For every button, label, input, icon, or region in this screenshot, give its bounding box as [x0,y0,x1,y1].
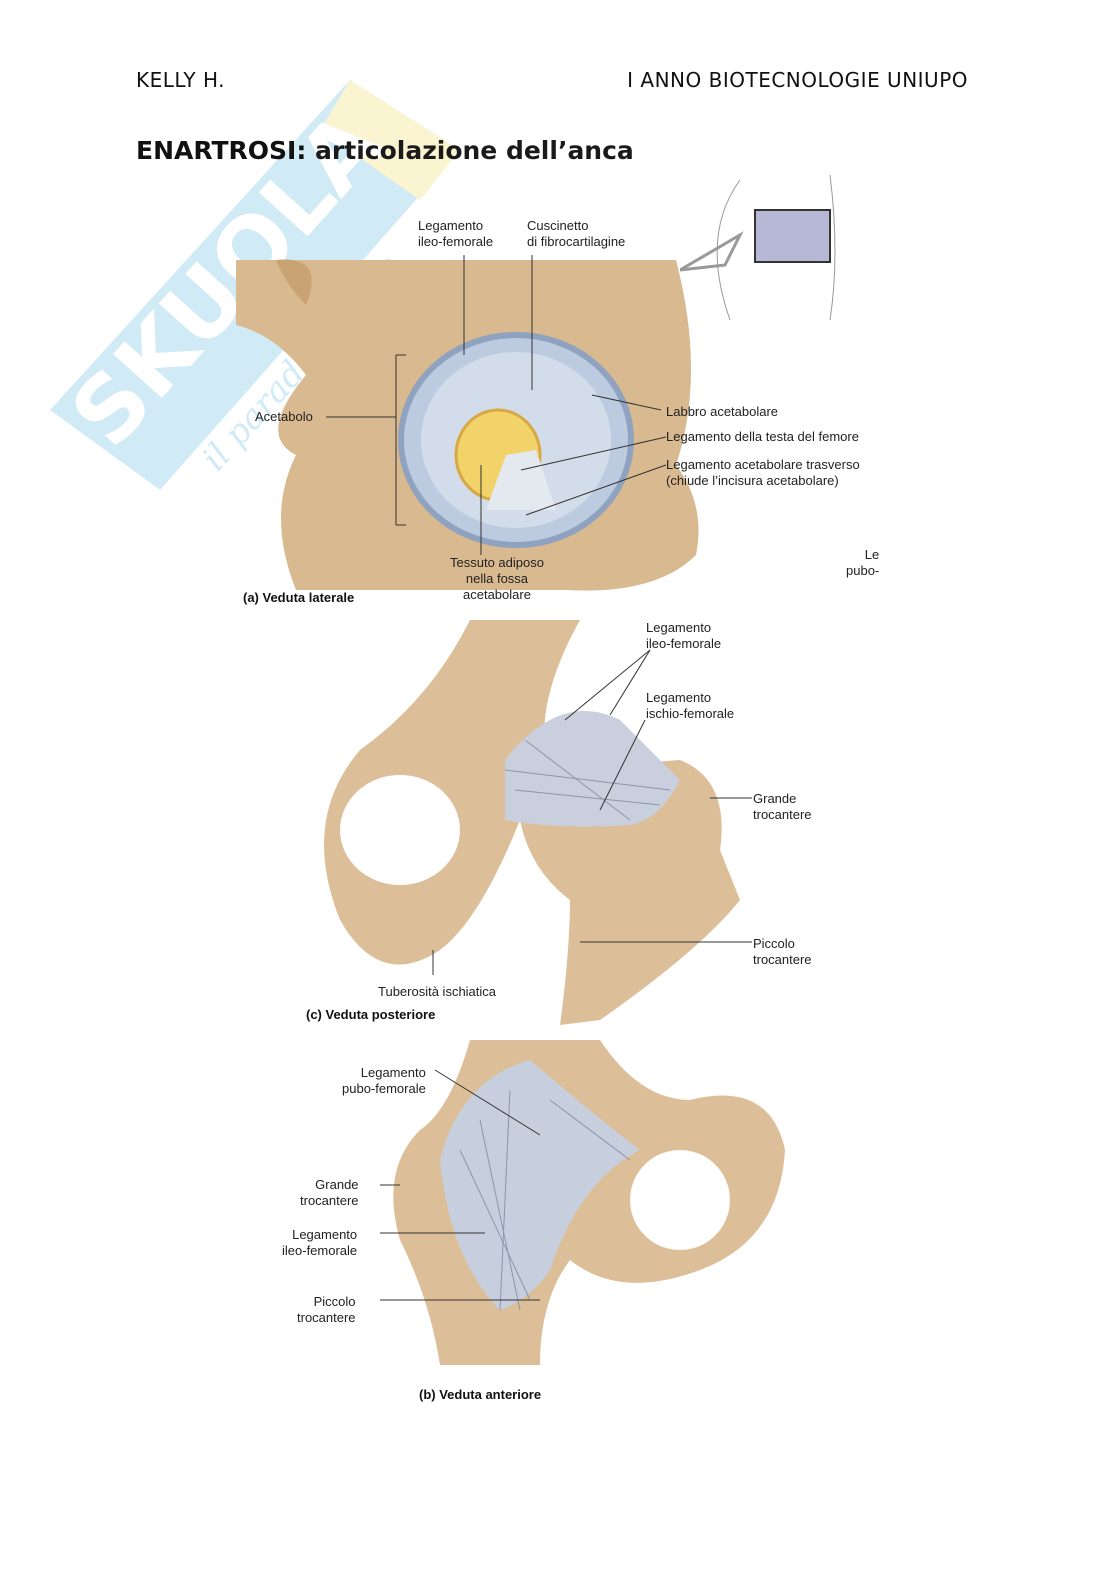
hip-lateral-view-illustration [236,255,699,591]
label-tuberosita: Tuberosità ischiatica [378,984,497,999]
hip-posterior-view-illustration [324,620,752,1025]
caption-figure-c: (c) Veduta posteriore [306,1007,436,1022]
header-course: I ANNO BIOTECNOLOGIE UNIUPO [627,68,968,92]
label-trasverso: Legamento acetabolare trasverso (chiude … [666,457,860,488]
label-ileo-femorale-c: Legamento ileo-femorale [646,620,722,651]
header-author: KELLY H. [136,68,225,92]
label-testa-femore: Legamento della testa del femore [666,429,859,444]
caption-figure-a: (a) Veduta laterale [243,590,355,605]
label-ileo-femorale-b: Legamento ileo-femorale [282,1227,358,1258]
label-cut-off: Le pubo- [846,547,880,578]
label-grande-trocantere-c: Grande trocantere [753,791,812,822]
label-pubo-femorale: Legamento pubo-femorale [342,1065,426,1096]
page-title: ENARTROSI: articolazione dell’anca [136,136,634,165]
label-text: Legamento ileo-femorale [418,218,494,249]
label-ischio-femorale: Legamento ischio-femorale [646,690,735,721]
hip-anterior-view-illustration [380,1040,785,1365]
title-term: ENARTROSI: [136,136,307,165]
title-rest: articolazione dell’anca [306,136,634,165]
label-tessuto-adiposo: Tessuto adiposo nella fossa acetabolare [450,555,544,602]
label-grande-trocantere-b: Grande trocantere [300,1177,359,1208]
label-acetabolo: Acetabolo [255,409,313,424]
hip-locator-inset-icon [680,175,836,321]
label-piccolo-trocantere-b: Piccolo trocantere [297,1294,356,1325]
label-cuscinetto: Cuscinetto di fibrocartilagine [527,218,626,249]
label-ileo-femorale-a: Legamento ileo-femorale [418,218,493,250]
caption-figure-b: (b) Veduta anteriore [419,1387,542,1402]
label-labbro: Labbro acetabolare [666,404,779,419]
label-piccolo-trocantere-c: Piccolo trocantere [753,936,812,967]
